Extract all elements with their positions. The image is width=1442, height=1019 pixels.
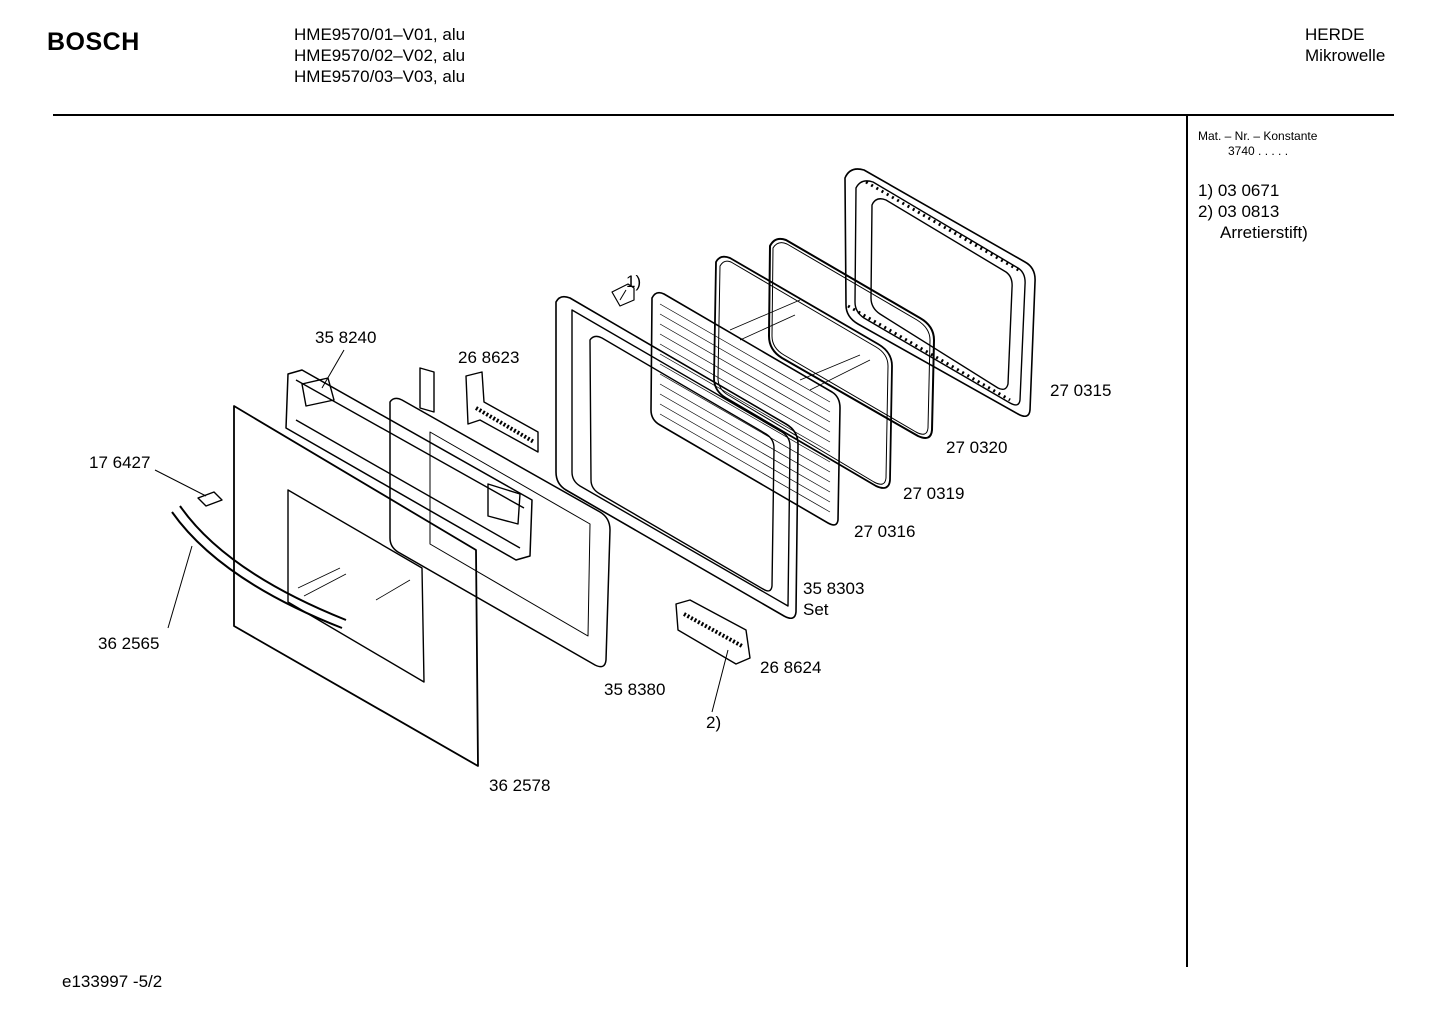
- part-358303-frame: [555, 283, 799, 620]
- label-358380: 35 8380: [604, 680, 666, 699]
- part-270315-frame: [844, 168, 1036, 418]
- note-1: 1) 03 0671: [1198, 181, 1280, 200]
- model-line-3: HME9570/03–V03, alu: [294, 67, 466, 86]
- brand-logo: BOSCH: [47, 28, 140, 56]
- label-ref1: 1): [626, 272, 642, 291]
- note-2-detail: Arretierstift): [1220, 223, 1308, 242]
- label-176427: 17 6427: [89, 453, 151, 472]
- label-358240: 35 8240: [315, 328, 377, 347]
- header-divider: [53, 114, 1394, 116]
- label-270315: 27 0315: [1050, 381, 1112, 400]
- label-358303: 35 8303: [803, 579, 865, 598]
- label-270316: 27 0316: [854, 522, 916, 541]
- part-362565-handle: [171, 505, 347, 629]
- part-358380-panel: [389, 367, 611, 668]
- label-set: Set: [803, 600, 829, 619]
- label-270320: 27 0320: [946, 438, 1008, 457]
- label-ref2: 2): [706, 713, 722, 732]
- constant-title: Mat. – Nr. – Konstante: [1198, 129, 1318, 143]
- category-herde: HERDE: [1305, 25, 1365, 44]
- footer-code: e133997 -5/2: [62, 972, 163, 991]
- part-268623-hinge: [465, 371, 539, 453]
- label-362578: 36 2578: [489, 776, 551, 795]
- leader-lines: [154, 289, 729, 713]
- part-268624-hinge: [675, 599, 751, 665]
- part-270316-grid: [650, 291, 841, 526]
- constant-value: 3740 . . . . .: [1228, 144, 1289, 158]
- model-line-2: HME9570/02–V02, alu: [294, 46, 466, 65]
- part-270319-glass: [713, 255, 893, 489]
- part-358240-strip: [285, 369, 533, 561]
- note-2: 2) 03 0813: [1198, 202, 1280, 221]
- category-mikrowelle: Mikrowelle: [1305, 46, 1386, 65]
- model-line-1: HME9570/01–V01, alu: [294, 25, 466, 44]
- part-270320-gasket: [768, 237, 935, 439]
- sidebar-divider: [1186, 116, 1188, 967]
- label-268624: 26 8624: [760, 658, 822, 677]
- label-270319: 27 0319: [903, 484, 965, 503]
- part-176427-block: [197, 491, 223, 507]
- label-362565: 36 2565: [98, 634, 160, 653]
- label-268623: 26 8623: [458, 348, 520, 367]
- part-362578-door: [233, 405, 479, 767]
